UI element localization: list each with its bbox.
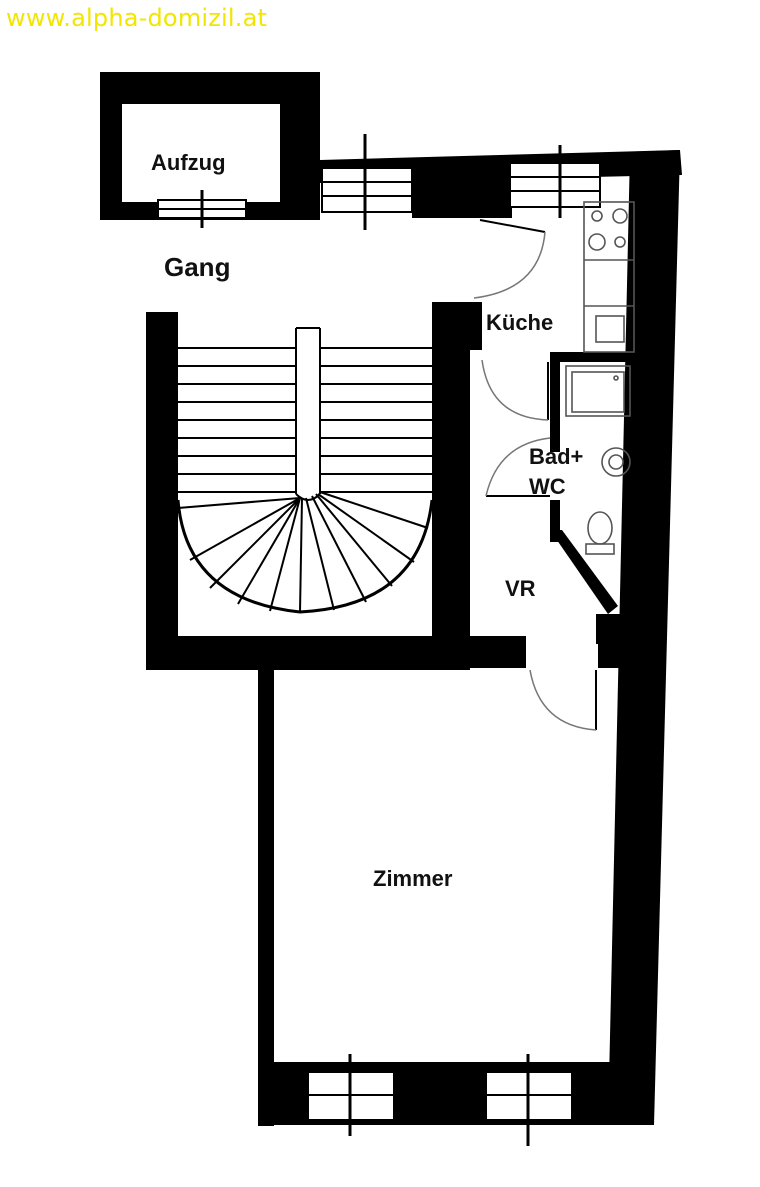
bath-west-wall-upper (550, 352, 560, 452)
shower-tray-icon (565, 365, 631, 417)
bathroom-fixtures (565, 365, 631, 555)
bathroom-door (481, 359, 549, 421)
kitchen-wall-stub (470, 302, 482, 350)
north-wall-pillar (412, 160, 512, 218)
elevator-shaft-wall (100, 72, 320, 220)
staircase (176, 327, 434, 614)
sink-icon (595, 315, 625, 343)
room-label-bathroom-line2: WC (529, 474, 566, 499)
toilet-icon (585, 511, 615, 555)
bath-diagonal-wall (550, 530, 618, 614)
watermark: www.alpha-domizil.at (6, 4, 268, 32)
room-label-entry: VR (505, 576, 536, 601)
bath-top-wall (550, 352, 634, 362)
washbasin-icon (601, 447, 631, 477)
room-label-elevator: Aufzug (151, 150, 226, 175)
bath-west-wall-lower (550, 500, 560, 542)
stair-winders (177, 491, 429, 613)
stair-treads-left (178, 347, 296, 493)
room-label-room: Zimmer (373, 866, 453, 891)
kitchen-counter (583, 201, 635, 353)
room-label-hallway: Gang (164, 252, 231, 282)
kitchen-fixtures (583, 201, 635, 353)
entrance-door (473, 219, 546, 299)
west-wall (258, 660, 274, 1126)
elevator-door (157, 190, 247, 228)
room-label-bathroom-line1: Bad+ (529, 444, 584, 469)
north-window-1 (321, 134, 413, 230)
south-window-1 (307, 1054, 395, 1136)
south-window-2 (485, 1054, 573, 1146)
room-label-kitchen: Küche (486, 310, 554, 335)
middle-wall (146, 636, 526, 668)
room-door (529, 669, 597, 731)
stair-core-wall (146, 302, 470, 670)
north-window-2 (509, 145, 601, 218)
east-wall (608, 150, 680, 1125)
bathroom-door-2 (485, 437, 551, 497)
walls (100, 72, 682, 1126)
stove-icon (588, 208, 628, 251)
windows (157, 134, 601, 1146)
doors (473, 219, 597, 731)
stair-treads-right (320, 347, 432, 493)
entry-wall-stub (596, 614, 628, 644)
